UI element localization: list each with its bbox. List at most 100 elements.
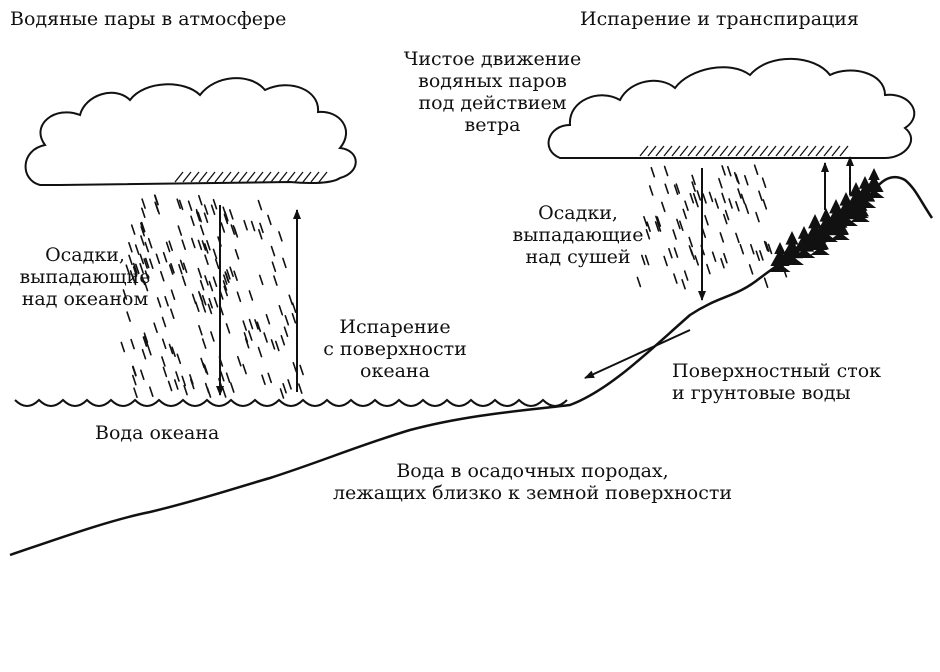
land-raindrop (714, 198, 720, 209)
land-raindrop (735, 201, 740, 212)
ocean-raindrop (204, 275, 209, 286)
ocean-raindrop (248, 318, 254, 330)
ocean-raindrop (201, 240, 207, 251)
ocean-raindrop (201, 294, 207, 306)
ocean-raindrop (212, 198, 218, 210)
land-raindrop (735, 232, 740, 244)
land-raindrop (761, 177, 767, 188)
land-raindrop (683, 270, 689, 281)
land-raindrop (675, 183, 681, 194)
ocean-raindrop (212, 276, 218, 288)
land-raindrop (744, 203, 750, 214)
ocean-raindrop (225, 372, 231, 384)
ocean-raindrop (155, 253, 161, 265)
ocean-raindrop (198, 290, 203, 302)
ocean-raindrop (187, 200, 193, 211)
ocean-raindrop (177, 225, 183, 236)
ocean-raindrop (128, 242, 133, 253)
ocean-raindrop (278, 231, 283, 242)
ocean-raindrop (181, 239, 186, 250)
tree-icon (830, 212, 850, 240)
label-land-precip-line-1: Осадки, (538, 202, 618, 224)
ocean-raindrop (206, 387, 212, 398)
land-raindrop (668, 247, 673, 259)
land-raindrop (650, 166, 656, 178)
ocean-raindrop (171, 346, 176, 358)
ocean-raindrop (214, 258, 220, 270)
label-ocean-water: Вода океана (95, 422, 220, 444)
ocean-raindrop (206, 240, 211, 251)
land-raindrop (708, 191, 714, 203)
ocean-raindrop (181, 275, 187, 287)
ocean-raindrop (284, 314, 290, 326)
ocean-raindrop (203, 212, 209, 223)
ocean-raindrop (212, 248, 218, 260)
land-raindrop (711, 251, 717, 263)
ocean-raindrop (221, 387, 227, 398)
ocean-raindrop (130, 338, 135, 350)
land-raindrop (762, 199, 768, 210)
land-raindrop (718, 177, 723, 189)
label-ocean-evaporation: Испарение с поверхности океана (305, 316, 485, 382)
label-runoff-line-2: и грунтовые воды (672, 382, 851, 404)
ocean-raindrop (191, 293, 197, 305)
ocean-raindrop (120, 341, 126, 353)
land-raindrop (688, 236, 694, 248)
ocean-raindrop (274, 340, 280, 352)
tree-icon (810, 227, 830, 255)
ocean-raindrop (234, 249, 240, 260)
ocean-raindrop (257, 229, 263, 240)
ocean-surface-waves (14, 398, 568, 407)
ocean-raindrop (202, 362, 208, 374)
ocean-rain (120, 194, 304, 399)
ocean-raindrop (175, 371, 180, 382)
ocean-raindrop (170, 262, 175, 274)
label-runoff: Поверхностный сток и грунтовые воды (672, 360, 881, 404)
label-evapotranspiration: Испарение и транспирация (580, 8, 859, 30)
ocean-raindrop (233, 227, 239, 238)
ocean-raindrop (156, 297, 162, 308)
ocean-raindrop (265, 313, 271, 325)
ocean-raindrop (256, 321, 262, 333)
ocean-raindrop (242, 363, 247, 375)
land-raindrop (720, 257, 725, 269)
land-raindrop (702, 193, 707, 204)
label-sediment-water: Вода в осадочных породах, лежащих близко… (295, 460, 770, 504)
label-ocean-precip-line-1: Осадки, (45, 244, 125, 266)
land-raindrop (704, 214, 709, 226)
ocean-raindrop (149, 386, 154, 398)
ocean-cloud-shading (174, 171, 328, 183)
label-runoff-line-1: Поверхностный сток (672, 360, 882, 382)
ocean-raindrop (287, 379, 292, 390)
tree-icon (863, 168, 885, 198)
land-raindrop (743, 175, 749, 186)
ocean-raindrop (258, 274, 264, 286)
label-ocean-evap-line-2: с поверхности (323, 338, 467, 360)
ocean-raindrop (213, 296, 219, 308)
ocean-raindrop (270, 245, 276, 257)
ocean-raindrop (233, 270, 238, 282)
ocean-raindrop (198, 194, 203, 206)
ocean-raindrop (237, 355, 242, 367)
ocean-raindrop (278, 304, 284, 316)
ocean-raindrop (129, 270, 135, 281)
ocean-raindrop (230, 224, 236, 235)
ocean-raindrop (141, 207, 146, 219)
land-raindrop (739, 243, 745, 255)
ocean-raindrop (164, 295, 169, 307)
ocean-raindrop (224, 271, 229, 282)
land-raindrop (706, 263, 711, 275)
label-land-precipitation: Осадки, выпадающие над сушей (508, 202, 648, 268)
ocean-raindrop (135, 263, 140, 275)
ocean-raindrop (122, 289, 128, 300)
ocean-raindrop (140, 222, 145, 233)
ocean-raindrop (182, 262, 188, 274)
ocean-raindrop (160, 270, 165, 282)
land-raindrop (681, 278, 686, 290)
ocean-raindrop (223, 213, 229, 225)
ocean-raindrop (208, 280, 214, 292)
ocean-raindrop (153, 322, 158, 334)
ocean-raindrop (132, 374, 137, 386)
ocean-raindrop (125, 264, 131, 276)
